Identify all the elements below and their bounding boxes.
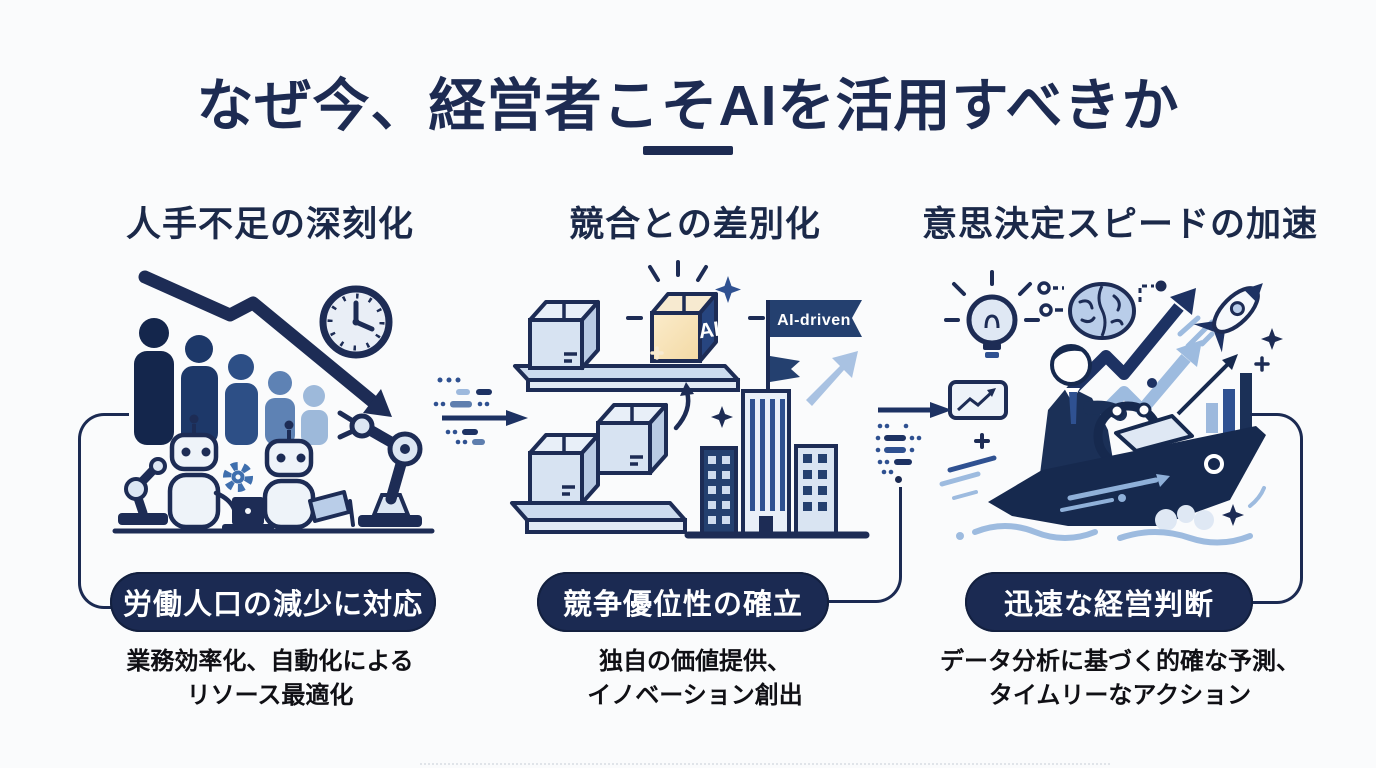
robot-left-icon [167,414,237,530]
declining-population-icon [134,318,328,445]
flag-label: AI-driven [777,312,851,329]
brain-icon [1068,282,1136,340]
badge-label: 迅速な経営判断 [1003,589,1214,621]
labor-shortage-illustration [112,270,435,534]
connector-dot [895,476,902,483]
badge-labor-response: 労働人口の減少に対応 [110,572,436,632]
dashed-target-icon [1138,280,1167,302]
robot-arm-left-icon [118,457,168,525]
connector-bracket-right [1250,413,1303,604]
description-line: タイムリーなアクション [988,681,1252,709]
growth-arrow-light-icon [806,351,858,406]
thin-arrow-icon [1176,354,1238,416]
robot-right-icon [262,420,355,530]
column-header-labor-shortage: 人手不足の深刻化 [125,205,414,244]
decision-speed-illustration [939,270,1283,546]
data-flow-arrow-icon [875,402,952,475]
connector-bracket-middle [829,487,902,603]
speedboat-icon [988,414,1266,526]
clock-icon [319,285,393,359]
ai-driven-flag: AI-driven [770,300,862,382]
differentiation-illustration: AI [510,260,870,539]
bottom-dashed-line [420,763,1110,765]
small-flag-icon [770,356,800,382]
description-labor-shortage: 業務効率化、自動化による リソース最適化 [60,645,480,712]
lightbulb-icon [944,270,1040,358]
description-line: リソース最適化 [186,681,354,709]
badge-rapid-decision: 迅速な経営判断 [965,572,1253,632]
bar-chart-icon [1206,356,1270,433]
column-header-differentiation: 競合との差別化 [569,205,821,244]
buildings-icon [684,300,870,539]
decline-arrow-icon [138,270,392,417]
pallet-boxes-icon [510,403,687,534]
speed-lines-icon [939,455,997,500]
hand-icon [1136,402,1152,418]
description-line: データ分析に基づく的確な予測、 [940,648,1300,675]
page-title: なぜ今、経営者こそAIを活用すべきか [196,74,1180,138]
column-header-decision-speed: 意思決定スピードの加速 [921,205,1318,244]
robot-arm-right-icon [337,410,423,527]
rocket-icon [1177,283,1283,353]
ai-product-box-icon: AI [626,260,765,363]
description-decision-speed: データ分析に基づく的確な予測、 タイムリーなアクション [905,645,1335,712]
sparkle-icon [711,406,733,428]
gear-icon [223,462,253,492]
badge-competitive-advantage: 競争優位性の確立 [537,572,829,632]
upgrade-arrow-icon [673,382,694,431]
line-chart-card-icon [948,380,1008,420]
tablet-icon [308,490,351,523]
waves-icon [956,486,1266,546]
description-differentiation: 独自の価値提供、 イノベーション創出 [500,645,890,712]
description-line: 独自の価値提供、 [599,648,791,675]
plus-sparkle-icon [974,433,990,449]
data-flow-arrow-icon [433,377,528,445]
hand-icon [1109,403,1125,419]
plain-box-icon [528,300,600,370]
connector-bracket-left [78,413,129,609]
badge-label: 労働人口の減少に対応 [122,589,423,621]
ai-box-label: AI [697,318,721,344]
title-underline [643,146,733,155]
data-dots-icon [1037,281,1064,317]
description-line: 業務効率化、自動化による [126,648,414,675]
badge-label: 競争優位性の確立 [562,589,803,621]
description-line: イノベーション創出 [587,681,803,709]
